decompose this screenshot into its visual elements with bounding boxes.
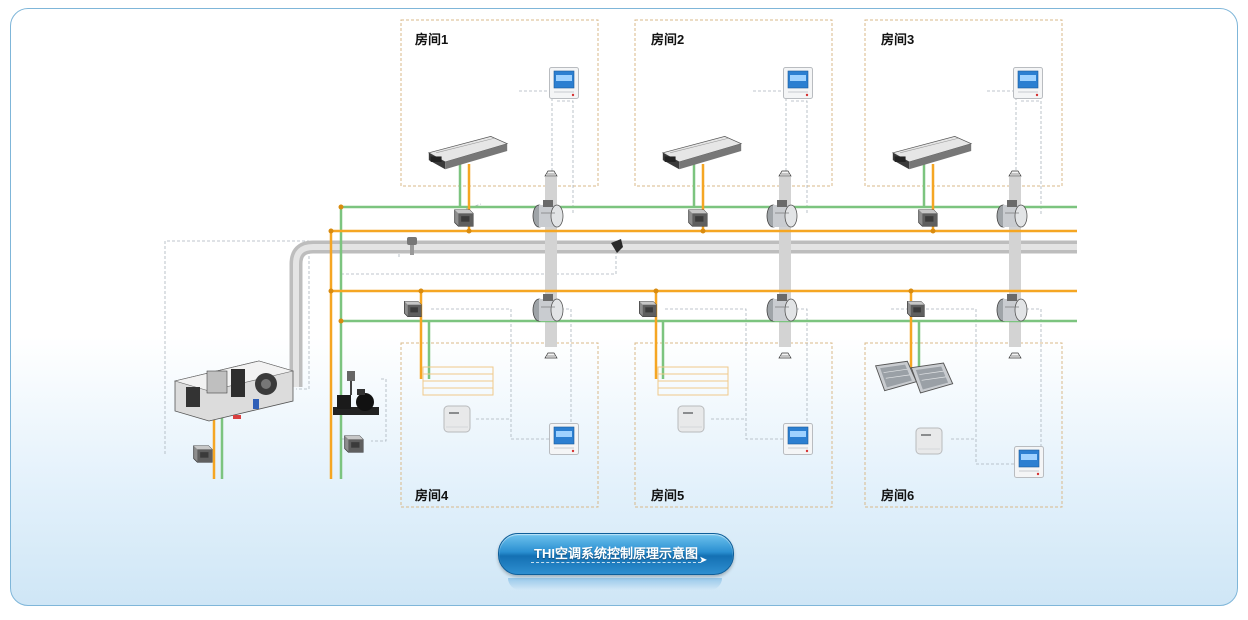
room-4-box [400,342,599,508]
room-4-label: 房间4 [415,488,449,503]
air-supply-duct [289,177,1077,387]
air-diffuser-icon [1008,352,1022,359]
room-thermostat-panel-icon [1013,67,1043,99]
equipment [173,67,1044,478]
diagram-title: THI空调系统控制原理示意图 [534,546,698,561]
room-5-label: 房间5 [651,488,685,503]
air-diffuser-icon [778,170,792,177]
room-3-label: 房间3 [881,32,915,47]
vav-air-damper-icon [766,199,798,228]
vav-air-damper-icon [996,293,1028,322]
room-boxes [400,19,1063,508]
room-thermostat-panel-icon [549,423,579,455]
control-wiring [164,90,1042,465]
water-pump-icon [333,371,379,415]
room-5-box [634,342,833,508]
diagram-title-banner: THI空调系统控制原理示意图 ➤ [498,533,734,575]
room-2-label: 房间2 [651,32,685,47]
duct-pressure-sensor-icon [407,237,417,255]
room-3-box [864,19,1063,187]
room-1-label: 房间1 [415,32,449,47]
room-thermostat-panel-icon [1014,446,1044,478]
title-dotted-rule [531,562,701,563]
motorized-valve-actuator-icon [688,209,708,227]
motorized-valve-actuator-icon [454,209,474,227]
motorized-valve-actuator-icon [918,209,938,227]
vav-air-damper-icon [996,199,1028,228]
room-thermostat-panel-icon [783,67,813,99]
water-pipes [212,164,1077,479]
wall-humidity-sensor-icon [677,405,705,433]
air-diffuser-icon [544,352,558,359]
air-diffuser-icon [544,170,558,177]
hvac-control-schematic [164,19,1077,508]
air-diffuser-icon [778,352,792,359]
motorized-valve-actuator-icon [344,435,364,453]
room-6-label: 房间6 [881,488,915,503]
vav-air-damper-icon [532,293,564,322]
room-thermostat-panel-icon [783,423,813,455]
wall-humidity-sensor-icon [915,427,943,455]
diagram-frame: 房间1 房间2 房间3 房间4 房间5 房间6 [10,8,1238,606]
room-2-box [634,19,833,187]
motorized-valve-actuator-icon [193,445,213,463]
motorized-valve-actuator-icon [403,300,422,318]
duct-pressure-sensor-icon [611,239,623,253]
room-6-box [864,342,1063,508]
ceiling-grille-icon [910,362,954,394]
radiant-panels [422,366,729,396]
room-1-box [400,19,599,187]
air-handling-unit-icon [173,360,295,422]
arrow-right-icon: ➤ [699,555,708,566]
wall-humidity-sensor-icon [443,405,471,433]
vav-air-damper-icon [766,293,798,322]
title-reflection [508,578,722,590]
air-diffuser-icon [1008,170,1022,177]
vav-air-damper-icon [532,199,564,228]
motorized-valve-actuator-icon [638,300,657,318]
motorized-valve-actuator-icon [906,300,925,318]
room-thermostat-panel-icon [549,67,579,99]
pipe-junctions [328,204,936,324]
